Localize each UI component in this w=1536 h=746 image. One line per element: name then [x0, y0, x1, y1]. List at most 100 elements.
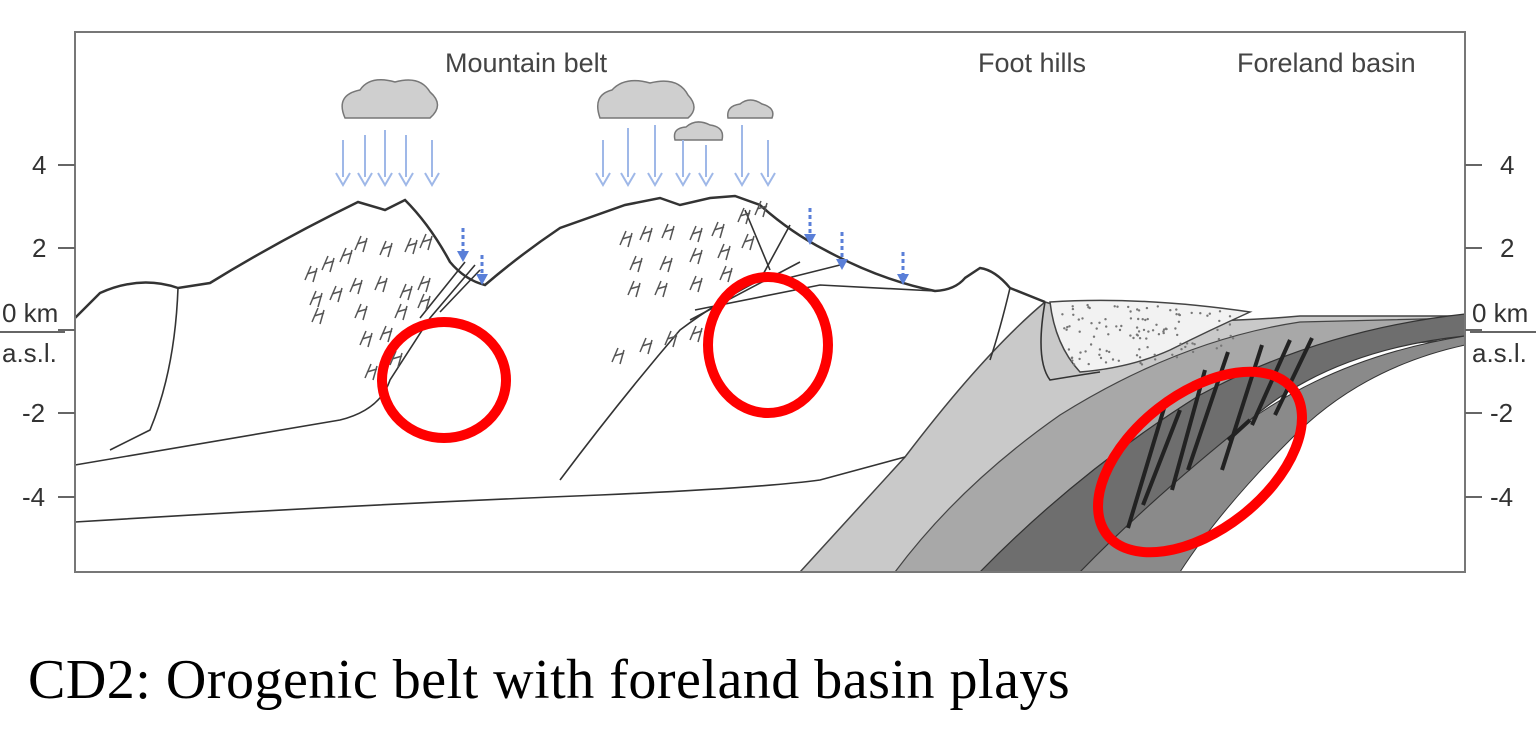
sediment-dot [1136, 308, 1139, 311]
fracture-mark [664, 330, 678, 348]
fracture-mark [754, 200, 768, 218]
fracture-mark [419, 233, 433, 251]
axis-unit-sublabel-right: a.s.l. [1472, 338, 1527, 368]
sediment-dot [1078, 330, 1081, 333]
sediment-dot [1178, 313, 1182, 317]
highlight-circle [377, 317, 511, 443]
fracture-mark [611, 347, 625, 365]
sediment-dot [1218, 319, 1221, 323]
sediment-dot [1098, 321, 1101, 324]
sediment-dot [1157, 333, 1161, 336]
sediment-dot [1190, 311, 1193, 315]
sediment-dot [1099, 356, 1103, 360]
fracture-mark [717, 243, 731, 261]
sediment-dot [1071, 305, 1074, 308]
sediment-dot [1084, 350, 1087, 353]
sediment-dot [1228, 323, 1232, 326]
sediment-dot [1145, 306, 1149, 310]
sediment-dot [1153, 353, 1156, 356]
sediment-dot [1229, 334, 1232, 338]
region-label-foot-hills: Foot hills [978, 48, 1086, 78]
fracture-mark [689, 225, 703, 243]
sediment-dot [1135, 333, 1139, 336]
fracture-mark [304, 265, 318, 283]
sediment-dot [1098, 348, 1102, 351]
fracture-mark [354, 235, 368, 253]
axis-tick-label-left: 0 km [2, 298, 58, 328]
fracture-mark [639, 337, 653, 355]
sediment-dot [1087, 306, 1090, 309]
fracture-mark [374, 275, 388, 293]
sediment-dot [1077, 318, 1081, 321]
axis-tick-label-right: 0 km [1472, 298, 1528, 328]
sediment-dot [1138, 337, 1142, 340]
rain-arrow-head [335, 172, 351, 187]
region-label-foreland-basin: Foreland basin [1237, 48, 1416, 78]
fracture-mark [719, 265, 733, 283]
sediment-dot [1068, 325, 1071, 328]
fracture-mark [321, 255, 335, 273]
sediment-dot [1071, 307, 1075, 311]
sediment-dot [1147, 330, 1150, 333]
sediment-dot [1104, 361, 1108, 364]
sediment-dot [1139, 361, 1142, 365]
highlights [377, 272, 1307, 558]
axis-tick-label-right: -2 [1490, 398, 1513, 428]
fluid-flow-arrows [457, 208, 909, 285]
sediment-dot [1175, 313, 1178, 316]
sediment-dot [1095, 327, 1098, 330]
sediment-dot [1191, 342, 1194, 345]
fault-line [1226, 418, 1252, 442]
fault-line [1170, 369, 1207, 491]
sediment-dot [1079, 351, 1082, 354]
fluid-arrow-head [457, 251, 469, 262]
axis-tick-label-right: 2 [1500, 233, 1514, 263]
sediment-dot [1155, 323, 1158, 326]
sediment-dot [1092, 335, 1096, 338]
sediment-dot [1141, 318, 1144, 321]
fracture-mark [329, 285, 343, 303]
rain-arrow-head [734, 172, 750, 187]
sediment-dot [1098, 353, 1101, 356]
fault-line [1250, 339, 1292, 426]
sediment-dot [1138, 356, 1142, 359]
fault-line [1220, 344, 1264, 471]
rain-arrow-head [675, 172, 691, 187]
fluid-arrow-head [836, 259, 848, 270]
sediment-dot [1156, 305, 1160, 308]
fault-line [1141, 409, 1182, 506]
sediment-dot [1061, 313, 1064, 316]
sediment-dot [1218, 310, 1222, 313]
sediment-dot [1216, 328, 1219, 332]
fluid-arrow-head [897, 274, 909, 285]
sediment-dot [1185, 342, 1189, 345]
rain-arrow-head [698, 172, 714, 187]
sediment-dot [1199, 312, 1202, 315]
sediment-dot [1142, 328, 1146, 332]
fracture-mark [394, 303, 408, 321]
thrust-fault [744, 209, 841, 281]
fracture-mark [654, 280, 668, 298]
fracture-mark [737, 207, 751, 225]
fracture-mark [311, 307, 325, 325]
sediment-dot [1137, 309, 1141, 312]
sediment-dot [1067, 348, 1071, 351]
sediment-dot [1184, 345, 1187, 349]
fracture-mark [404, 237, 418, 255]
sediment-dot [1115, 325, 1118, 328]
sediment-dot [1180, 348, 1183, 351]
sediment-dot [1175, 356, 1179, 359]
fracture-symbols [304, 200, 768, 381]
axis-unit-sublabel-left: a.s.l. [2, 338, 57, 368]
axis-tick-label-left: -4 [22, 482, 45, 512]
rainfall-arrows [335, 125, 776, 187]
sediment-dot [1137, 317, 1140, 321]
fracture-mark [741, 233, 755, 251]
fracture-mark [354, 303, 368, 321]
sediment-dot [1208, 312, 1212, 315]
sediment-dot [1120, 324, 1123, 328]
sediment-dot [1107, 333, 1110, 336]
fracture-mark [359, 330, 373, 348]
fracture-mark [364, 363, 378, 381]
thrust-fault [689, 261, 936, 321]
